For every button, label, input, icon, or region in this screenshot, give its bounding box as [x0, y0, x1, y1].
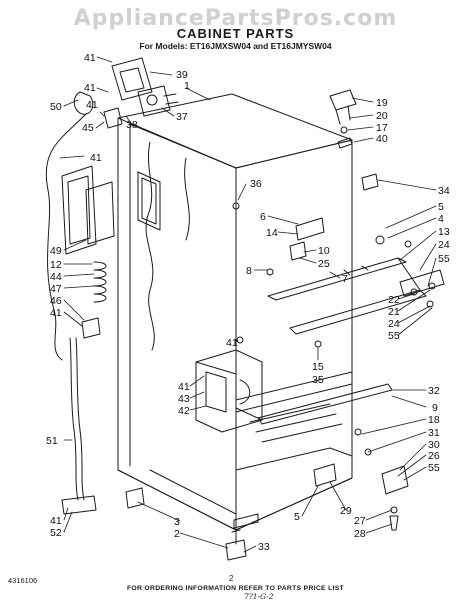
cabinet-shell: [117, 93, 353, 531]
callout-36: 36: [250, 178, 262, 190]
callout-7: 7: [342, 273, 348, 285]
callout-39: 39: [176, 69, 188, 81]
callout-25: 25: [318, 258, 330, 270]
callout-52: 52: [50, 527, 62, 539]
callout-9: 9: [432, 402, 438, 414]
callout-3: 3: [174, 516, 180, 528]
callout-32: 32: [428, 385, 440, 397]
callout-41: 41: [86, 99, 98, 111]
grommet: [375, 235, 412, 248]
callout-30: 30: [428, 439, 440, 451]
callout-17: 17: [376, 122, 388, 134]
callout-18: 18: [428, 414, 440, 426]
insulation-pad: [85, 181, 115, 245]
callout-12: 12: [50, 259, 62, 271]
callout-24: 24: [438, 239, 450, 251]
callout-34: 34: [438, 185, 450, 197]
page-title: CABINET PARTS: [176, 26, 295, 41]
callout-41: 41: [50, 307, 62, 319]
callout-5: 5: [294, 511, 300, 523]
center-hinge: [399, 269, 445, 308]
leveler-bracket: [81, 317, 101, 339]
callout-1: 1: [184, 80, 190, 92]
callout-31: 31: [428, 427, 440, 439]
callout-15: 15: [312, 361, 324, 373]
callout-26: 26: [428, 450, 440, 462]
callout-21: 21: [388, 306, 400, 318]
door-stop-handle: [329, 89, 357, 149]
callout-44: 44: [50, 271, 62, 283]
callout-14: 14: [266, 227, 278, 239]
page-number: 2: [229, 574, 234, 583]
callout-40: 40: [376, 133, 388, 145]
leveling-legs: [125, 487, 259, 561]
cross-rails: [267, 257, 427, 335]
callout-41: 41: [178, 381, 190, 393]
callout-42: 42: [178, 405, 190, 417]
drain-tube: [61, 337, 97, 515]
callout-numbers: 41 39 1 41 50 41 45 38 37 41 36 19 20 17…: [46, 52, 450, 553]
callout-55: 55: [428, 462, 440, 474]
callout-41: 41: [50, 515, 62, 527]
callout-24: 24: [388, 318, 400, 330]
thermostat-assembly: [137, 85, 179, 117]
callout-10: 10: [318, 245, 330, 257]
callout-55: 55: [388, 330, 400, 342]
condenser-housing: [195, 349, 263, 433]
control-bracket: [111, 57, 153, 101]
callout-29: 29: [340, 505, 352, 517]
callout-50: 50: [50, 101, 62, 113]
callout-41: 41: [226, 337, 238, 349]
document-number: 4316106: [8, 576, 38, 585]
callout-45: 45: [82, 122, 94, 134]
callout-38: 38: [126, 119, 138, 131]
callout-46: 46: [50, 295, 62, 307]
callout-33: 33: [258, 541, 270, 553]
callout-49: 49: [50, 245, 62, 257]
callout-47: 47: [50, 283, 62, 295]
small-screws: [232, 202, 372, 456]
callout-43: 43: [178, 393, 190, 405]
bracket-29: [313, 463, 337, 487]
callout-13: 13: [438, 226, 450, 238]
side-bumper: [361, 173, 379, 191]
callout-55: 55: [438, 253, 450, 265]
callout-35: 35: [312, 374, 324, 386]
callout-5: 5: [438, 201, 444, 213]
leader-lines: [59, 56, 437, 553]
handwritten-mark: 7?1-G-2: [244, 592, 274, 601]
hinge-plate: [289, 217, 325, 261]
watermark: AppliancePartsPros.com: [73, 6, 398, 31]
toggle-switch: [103, 107, 123, 129]
callout-27: 27: [354, 515, 366, 527]
callout-6: 6: [260, 211, 266, 223]
model-list: For Models: ET16JMXSW04 and ET16JMYSW04: [139, 41, 332, 51]
coiled-tubing: [93, 261, 107, 303]
ordering-note: FOR ORDERING INFORMATION REFER TO PARTS …: [126, 585, 345, 592]
callout-41: 41: [90, 152, 102, 164]
callout-41: 41: [84, 82, 96, 94]
callout-2: 2: [174, 528, 180, 540]
light-socket: [45, 91, 94, 361]
callout-20: 20: [376, 110, 388, 122]
callout-8: 8: [246, 265, 252, 277]
callout-19: 19: [376, 97, 388, 109]
callout-22: 22: [388, 294, 400, 306]
callout-41: 41: [84, 52, 96, 64]
callout-4: 4: [438, 213, 444, 225]
evaporator-cover-panel: [61, 165, 97, 255]
callout-37: 37: [176, 111, 188, 123]
callout-28: 28: [354, 528, 366, 540]
lower-hinge: [381, 465, 409, 531]
callout-51: 51: [46, 435, 58, 447]
